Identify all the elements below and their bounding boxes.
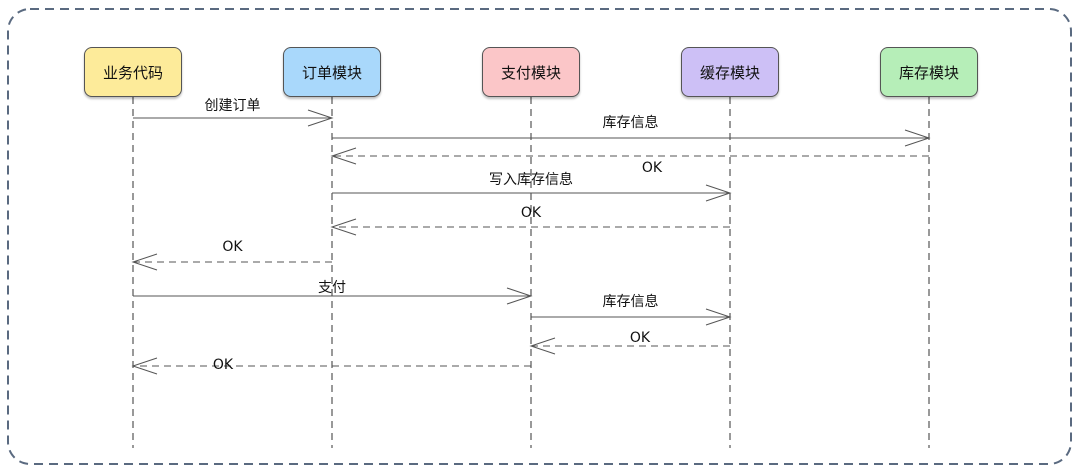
message-label: 创建订单 — [204, 98, 261, 114]
arrowhead-icon — [307, 109, 334, 127]
message-label: 库存信息 — [602, 115, 659, 131]
message-label: OK — [629, 330, 651, 346]
arrowhead-icon — [131, 253, 158, 271]
message-9 — [529, 337, 730, 355]
actor-cache: 缓存模块 — [681, 47, 779, 97]
arrowhead-icon — [904, 129, 931, 147]
message-5 — [330, 218, 730, 236]
message-label: 库存信息 — [602, 294, 659, 310]
message-1 — [133, 109, 334, 127]
actor-order: 订单模块 — [283, 47, 381, 97]
arrowhead-icon — [705, 184, 732, 202]
arrowhead-icon — [131, 357, 158, 375]
arrowhead-icon — [330, 218, 357, 236]
arrowhead-icon — [705, 308, 732, 326]
message-2 — [332, 129, 931, 147]
message-6 — [131, 253, 332, 271]
message-7 — [133, 287, 533, 305]
message-label: OK — [222, 239, 243, 255]
arrowhead-icon — [529, 337, 556, 355]
message-10 — [131, 357, 531, 375]
message-label: 写入库存信息 — [489, 172, 573, 188]
message-label: OK — [520, 205, 542, 221]
actor-stock: 库存模块 — [880, 47, 978, 97]
message-label: 支付 — [318, 280, 346, 296]
arrowhead-icon — [330, 147, 357, 165]
message-label: OK — [212, 357, 234, 373]
message-3 — [330, 147, 929, 165]
arrowhead-icon — [506, 287, 533, 305]
actor-biz: 业务代码 — [84, 47, 182, 97]
actor-pay: 支付模块 — [482, 47, 580, 97]
message-label: OK — [641, 160, 663, 176]
message-4 — [332, 184, 732, 202]
message-8 — [531, 308, 732, 326]
